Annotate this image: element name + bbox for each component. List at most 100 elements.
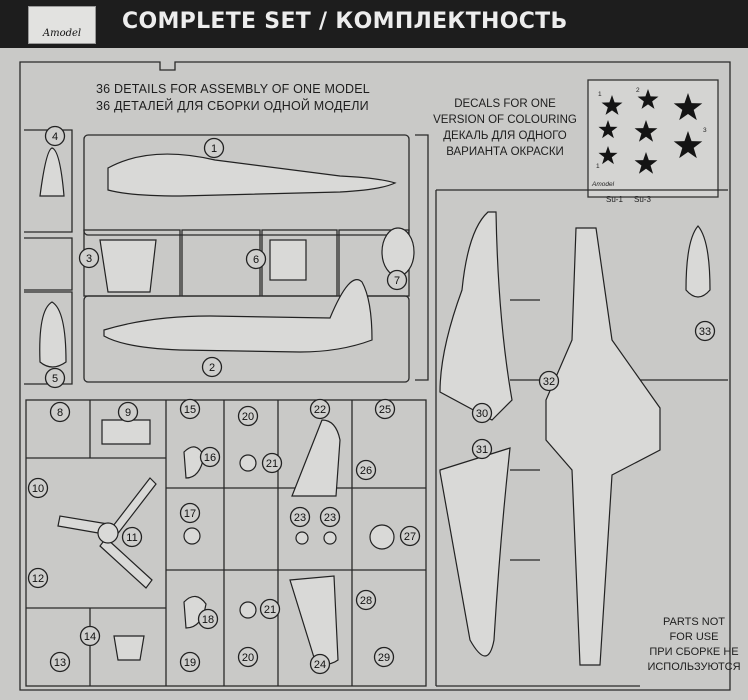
wing-lower-part [439,447,511,657]
part-number: 18 [202,614,214,626]
part-number: 14 [84,631,96,643]
part-number-circle [49,651,71,673]
decal-note-3: ДЕКАЛЬ ДЛЯ ОДНОГО [443,130,567,142]
part-number: 13 [54,657,66,669]
part-number: 33 [699,326,711,338]
tail-fin-part [291,419,341,497]
part-number-circle [374,398,396,420]
assembly-info-en: 36 DETAILS FOR ASSEMBLY OF ONE MODEL [96,82,370,96]
part-number: 21 [264,604,276,616]
part-number-circle [309,398,331,420]
part-number-circle [197,608,219,630]
logo-text: Amodel [42,28,82,39]
wing-left-part [439,211,513,421]
part-number-circle [179,651,201,673]
part-number: 28 [360,595,372,607]
part-number-circle [78,247,100,269]
decal-number: 1 [596,163,600,170]
part-number-circle [117,401,139,423]
part-number: 9 [125,407,131,419]
part-number: 22 [314,404,326,416]
spinner-part [39,147,65,197]
warning-note-2: FOR USE [669,631,719,643]
sprue-frame [19,61,731,691]
part-number: 26 [360,465,372,477]
part-number: 6 [253,254,259,266]
canopy-part [39,301,67,368]
amodel-logo: Amodel [28,6,96,44]
part-number-circle [121,526,143,548]
part-number: 20 [242,411,254,423]
part-number-circle [538,370,560,392]
disk-part [369,524,395,550]
part-number: 15 [184,404,196,416]
part-number-circle [179,502,201,524]
wing-sprue [435,189,728,687]
part-number: 19 [184,657,196,669]
part-number-circle [289,506,311,528]
part-number: 30 [476,408,488,420]
strut-part [183,446,205,479]
part-number-circle [373,646,395,668]
part-number-circle [237,405,259,427]
part-number: 31 [476,444,488,456]
decal-sheet-logo: Amodel [591,181,615,188]
decal-number: 3 [703,127,707,134]
engine-part [101,419,151,445]
assembly-info-ru: 36 ДЕТАЛЕЙ ДЛЯ СБОРКИ ОДНОЙ МОДЕЛИ [96,99,369,113]
part-number-circle [179,398,201,420]
radiator-part [113,635,145,661]
part-number-circle [203,137,225,159]
part-number: 12 [32,573,44,585]
header-bar: Amodel COMPLETE SET / КОМПЛЕКТНОСТЬ [0,0,748,48]
part-number-circle [399,525,421,547]
seat-part [269,239,307,281]
part-number-circle [49,401,71,423]
part-number-circle [27,567,49,589]
part-number: 17 [184,508,196,520]
part-number: 20 [242,652,254,664]
warning-note-3: ПРИ СБОРКЕ НЕ [649,646,739,658]
page-title: COMPLETE SET / КОМПЛЕКТНОСТЬ [122,9,568,34]
part-number: 23 [294,512,306,524]
part-number: 10 [32,483,44,495]
part-number: 24 [314,659,326,671]
hub-part [183,527,201,545]
part-number-circle [44,367,66,389]
small-wheel-part [323,531,337,545]
part-numbers: 1 2 3 4 5 6 7 8 9 10 11 12 13 14 15 16 1… [32,131,711,671]
rudder-part [289,575,339,666]
part-number: 16 [204,452,216,464]
part-number-circle [355,589,377,611]
part-number-circle [27,477,49,499]
part-number-circle [261,452,283,474]
part-number: 27 [404,531,416,543]
part-number-circle [386,269,408,291]
decal-sheet-labels: 1 2 3 1 Amodel Su-1 Su-3 [591,87,707,204]
part-number: 1 [211,143,217,155]
fuselage-half-left [107,153,397,197]
part-number-circle [309,653,331,675]
part-number-circle [355,459,377,481]
decal-sheet-label: Su-1 [606,195,623,204]
fuselage-half-right [103,279,373,353]
small-wheel-part [295,531,309,545]
wheel-part [239,454,257,472]
part-number: 11 [126,532,137,544]
part-number-circle [79,625,101,647]
decal-note-2: VERSION OF COLOURING [433,114,577,126]
drop-tank-part [685,225,711,298]
part-number: 32 [543,376,555,388]
part-number: 8 [57,407,63,419]
decal-note-4: ВАРИАНТА ОКРАСКИ [446,146,564,158]
cover-part [381,227,415,277]
decal-sheet-label: Su-3 [634,195,651,204]
part-number-circle [44,125,66,147]
part-number: 4 [52,131,58,143]
part-number-circle [471,402,493,424]
part-number-circle [259,598,281,620]
part-number-circle [694,320,716,342]
part-number: 25 [379,404,391,416]
propeller-part [57,477,157,589]
